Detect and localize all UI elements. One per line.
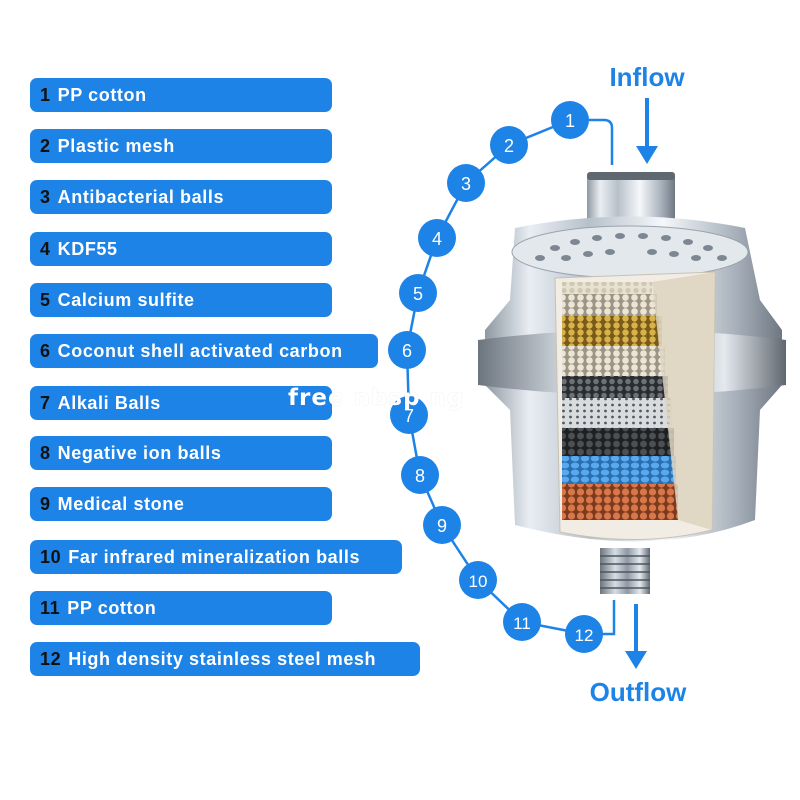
layer-label-5: 5 Calcium sulfite: [30, 283, 332, 317]
layer-name: KDF55: [57, 238, 118, 259]
layer-label-6: 6 Coconut shell activated carbon: [30, 334, 378, 368]
marker-number: 1: [565, 111, 575, 131]
shower-filter-image: [478, 172, 786, 594]
layer-number: 8: [40, 442, 51, 463]
layer-name: Far infrared mineralization balls: [68, 546, 361, 567]
layer-label-12: 12 High density stainless steel mesh: [30, 642, 420, 676]
layer-number: 12: [40, 648, 62, 669]
media-layer-antibacterial: [562, 294, 657, 316]
layer-number: 11: [40, 597, 61, 618]
arrow-down-icon: [636, 98, 658, 164]
marker-number: 10: [469, 572, 488, 591]
layer-marker-1: 1: [551, 101, 589, 139]
inlet-fitting: [587, 172, 675, 224]
layer-name: Coconut shell activated carbon: [57, 340, 343, 361]
layer-marker-6: 6: [388, 331, 426, 369]
layer-name: Negative ion balls: [57, 442, 222, 463]
layer-label-9: 9 Medical stone: [30, 487, 332, 521]
media-layer-carbon: [562, 376, 668, 398]
layer-name: Medical stone: [57, 493, 185, 514]
layer-marker-4: 4: [418, 219, 456, 257]
marker-number: 4: [432, 229, 442, 249]
media-layer-negative-ion: [562, 428, 674, 456]
layer-name: PP cotton: [57, 84, 147, 105]
layer-number: 4: [40, 238, 51, 259]
marker-number: 6: [402, 341, 412, 361]
layer-marker-2: 2: [490, 126, 528, 164]
filter-media-layers: [562, 272, 715, 530]
layer-number: 6: [40, 340, 51, 361]
layer-label-7: 7 Alkali Balls: [30, 386, 332, 420]
watermark-text: free nbsp ng: [288, 385, 465, 411]
layer-label-1: 1 PP cotton: [30, 78, 332, 112]
inflow-label: Inflow: [609, 62, 685, 92]
marker-number: 3: [461, 174, 471, 194]
layer-number: 1: [40, 84, 51, 105]
layer-label-2: 2 Plastic mesh: [30, 129, 332, 163]
layer-number: 3: [40, 186, 51, 207]
layer-name: Calcium sulfite: [57, 289, 195, 310]
marker-number: 2: [504, 136, 514, 156]
marker-number: 7: [404, 406, 414, 426]
media-layer-calcium-sulfite: [562, 346, 665, 376]
marker-number: 11: [513, 614, 531, 633]
media-layer-medical-stone: [562, 456, 676, 484]
outlet-thread-lines: [600, 555, 650, 589]
arrow-down-icon: [625, 604, 647, 669]
layer-number: 7: [40, 392, 51, 413]
layer-number: 2: [40, 135, 51, 156]
layer-marker-12: 12: [565, 615, 603, 653]
layer-name: High density stainless steel mesh: [68, 648, 377, 669]
layer-label-4: 4 KDF55: [30, 232, 332, 266]
layer-marker-7: 7: [390, 396, 428, 434]
media-layer-pp-cotton: [562, 282, 652, 294]
layer-number: 9: [40, 493, 51, 514]
layer-name: Plastic mesh: [57, 135, 175, 156]
layer-number: 10: [40, 546, 62, 567]
media-layer-mineralization: [562, 484, 678, 520]
layer-marker-8: 8: [401, 456, 439, 494]
top-plate-holes: [535, 233, 727, 261]
media-layer-kdf55: [562, 316, 662, 346]
top-plate: [511, 225, 749, 279]
marker-number: 8: [415, 466, 425, 486]
marker-number: 12: [575, 626, 594, 645]
layer-label-11: 11 PP cotton: [30, 591, 332, 625]
layer-marker-3: 3: [447, 164, 485, 202]
layer-marker-5: 5: [399, 274, 437, 312]
layer-label-10: 10 Far infrared mineralization balls: [30, 540, 402, 574]
layer-name: PP cotton: [67, 597, 157, 618]
layer-number: 5: [40, 289, 51, 310]
layer-name: Alkali Balls: [57, 392, 161, 413]
marker-number: 9: [437, 516, 447, 536]
layer-label-3: 3 Antibacterial balls: [30, 180, 332, 214]
layer-marker-10: 10: [459, 561, 497, 599]
outflow-label: Outflow: [590, 677, 688, 707]
media-layer-alkali: [562, 398, 672, 428]
layer-marker-9: 9: [423, 506, 461, 544]
inner-cartridge-wall: [652, 272, 715, 530]
outlet-thread: [600, 548, 650, 594]
layer-marker-11: 11: [503, 603, 541, 641]
layer-name: Antibacterial balls: [57, 186, 225, 207]
marker-number: 5: [413, 284, 423, 304]
inlet-rim: [587, 172, 675, 180]
layer-label-8: 8 Negative ion balls: [30, 436, 332, 470]
